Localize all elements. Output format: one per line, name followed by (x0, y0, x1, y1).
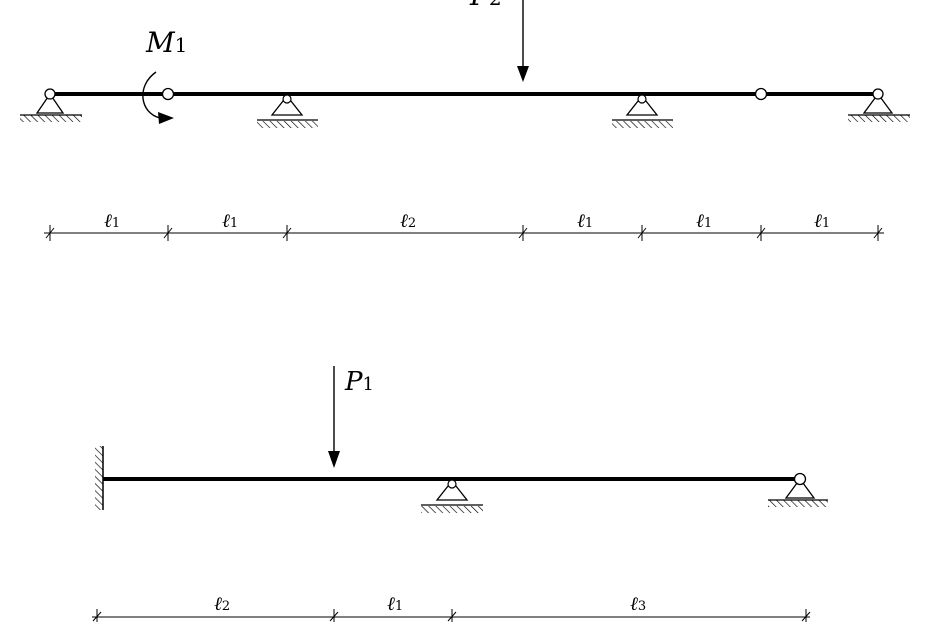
top-point-load-arrow (517, 0, 529, 82)
bottom-pin-support-right (768, 472, 828, 507)
bottom-span-label-1: ℓ2 (214, 593, 230, 615)
top-pin-support-right (848, 88, 910, 122)
bottom-span-label-2: ℓ1 (387, 593, 403, 615)
top-beam-system: P2 M1 ℓ1 ℓ1 ℓ2 ℓ1 ℓ1 (20, 0, 910, 241)
top-span-label-2: ℓ1 (222, 210, 238, 232)
top-span-label-5: ℓ1 (696, 210, 712, 232)
top-span-label-1: ℓ1 (104, 210, 120, 232)
bottom-span-label-3: ℓ3 (630, 593, 646, 615)
top-hinge-1 (161, 87, 175, 101)
bottom-dimension-line (92, 609, 811, 622)
top-span-label-4: ℓ1 (577, 210, 593, 232)
top-pin-support-left (20, 88, 82, 122)
top-span-label-3: ℓ2 (400, 210, 416, 232)
fixed-support (95, 446, 104, 510)
moment-arrow (142, 71, 174, 124)
bottom-beam-system: P1 ℓ2 ℓ1 ℓ3 (92, 366, 828, 622)
top-span-label-6: ℓ1 (814, 210, 830, 232)
top-hinge-2 (754, 87, 768, 101)
top-roller-support-2 (612, 94, 673, 128)
moment-label: M1 (145, 26, 187, 59)
top-point-load-label: P2 (469, 0, 502, 12)
bottom-point-load-label: P1 (344, 367, 374, 397)
bottom-point-load-arrow (328, 366, 340, 468)
bottom-roller-support (421, 479, 483, 513)
top-dimension-line (44, 225, 884, 241)
top-roller-support-1 (257, 94, 318, 128)
